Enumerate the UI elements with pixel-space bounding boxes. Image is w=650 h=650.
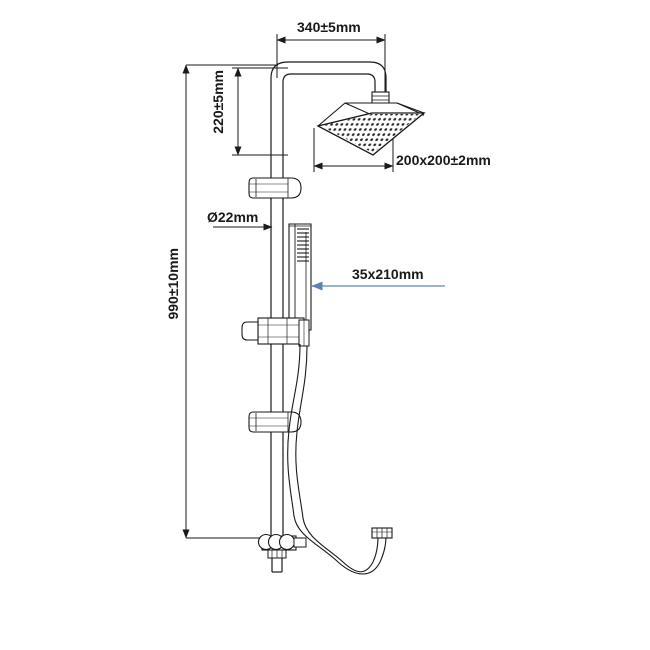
- dimension-label-arm-rise: 220±5mm: [210, 70, 226, 134]
- sliding-handset-holder: [241, 317, 310, 347]
- riser-arm: [270, 61, 387, 200]
- dimension-label-shower-head: 200x200±2mm: [396, 152, 491, 168]
- dimension-label-handset-size: 35x210mm: [352, 266, 424, 282]
- shower-head-connector: [371, 91, 390, 105]
- dimension-label-arm-projection: 340±5mm: [297, 19, 361, 35]
- dimension-arm-projection: [276, 34, 386, 98]
- hose-threaded-connector: [371, 527, 393, 539]
- dimension-overall-height: [182, 64, 278, 539]
- dimension-label-overall-height: 990±10mm: [165, 248, 181, 320]
- dimension-label-rail-diameter: Ø22mm: [207, 209, 259, 225]
- bottom-diverter-valve: [257, 533, 307, 559]
- upper-wall-bracket: [248, 177, 302, 199]
- lower-wall-bracket: [248, 411, 302, 433]
- dimension-arm-rise: [232, 67, 288, 156]
- hand-shower-handset: [288, 223, 312, 331]
- flexible-shower-hose: [287, 343, 387, 575]
- riser-rail: [270, 178, 284, 536]
